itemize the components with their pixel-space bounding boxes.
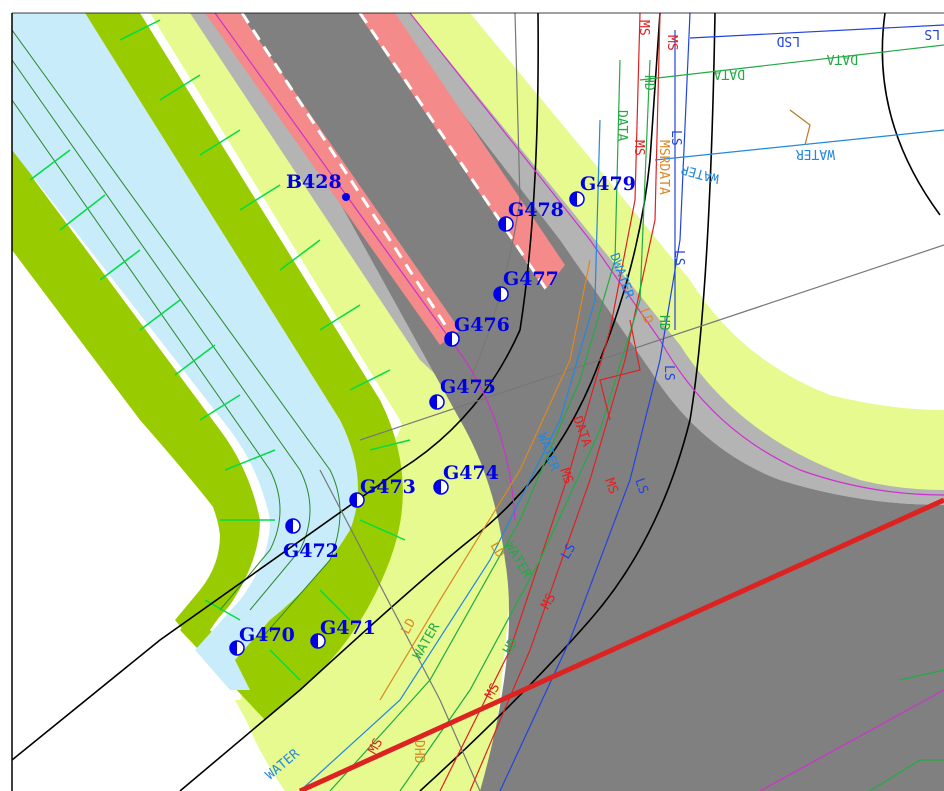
label-ms-6: MS: [538, 591, 559, 612]
boundary-lines: [12, 13, 941, 791]
bottom-right-lines: [869, 669, 944, 791]
planting-ticks: [29, 19, 411, 681]
point-label-g473: G473: [360, 476, 416, 498]
label-data-3: DATA: [714, 66, 745, 81]
planting-strip-inner: [12, 150, 260, 645]
label-ms-1: MS: [664, 35, 679, 51]
label-ms-8: MS: [365, 736, 386, 757]
label-ms-5: MS: [601, 476, 620, 496]
point-g470[interactable]: G470: [229, 624, 295, 656]
point-label-b428: B428: [286, 171, 342, 193]
label-msrdata: MSRDATA: [656, 140, 671, 195]
point-label-g472: G472: [283, 540, 339, 562]
label-ld-2: LD: [398, 616, 419, 637]
label-hd-1: HD: [641, 75, 656, 91]
point-label-g476: G476: [454, 314, 510, 336]
bike-lane-left: [205, 13, 460, 345]
bike-lane-right: [358, 13, 565, 290]
label-data-1: DATA: [614, 110, 629, 141]
label-ls-3: LS: [661, 365, 676, 381]
point-label-g471: G471: [320, 617, 376, 639]
label-data-4: DATA: [827, 51, 858, 66]
point-label-g470: G470: [239, 624, 295, 646]
label-ms-3: MS: [631, 140, 646, 156]
point-g475[interactable]: G475: [429, 376, 496, 410]
label-ls-2: LS: [671, 250, 686, 266]
label-water-6: WATER: [679, 161, 721, 186]
point-g472[interactable]: G472: [283, 518, 339, 562]
point-g477[interactable]: G477: [493, 268, 559, 302]
point-g478[interactable]: G478: [498, 199, 564, 232]
label-ls-5: LS: [558, 541, 579, 562]
point-label-g477: G477: [503, 268, 559, 290]
point-g473[interactable]: G473: [349, 476, 416, 508]
label-ls-6: LS: [924, 26, 940, 41]
label-ld-3: LD: [636, 306, 656, 326]
point-b428[interactable]: B428: [286, 171, 350, 201]
point-g479[interactable]: G479: [569, 173, 636, 207]
survey-points: B428 G479 G478 G477 G476: [229, 171, 636, 656]
label-ms-2: MS: [636, 20, 651, 36]
gravel-edge-right: [385, 13, 944, 505]
label-hd-2: HD: [656, 315, 671, 331]
label-ms-4: MS: [556, 466, 575, 486]
redline: [298, 497, 944, 791]
label-ms-7: MS: [482, 681, 503, 702]
point-label-g478: G478: [508, 199, 564, 221]
lane-stripe-right: [358, 13, 550, 293]
label-lsd: LSD: [776, 33, 800, 48]
magenta-edge: [214, 13, 944, 791]
label-ld-1: LD: [487, 540, 508, 561]
planting-strip-outer: [12, 13, 403, 720]
point-label-g475: G475: [440, 376, 496, 398]
lane-stripe-left: [240, 13, 457, 341]
label-water-5: WATER: [796, 146, 835, 161]
point-label-g474: G474: [443, 462, 499, 484]
point-g476[interactable]: G476: [444, 314, 510, 347]
label-ls-1: LS: [668, 130, 683, 146]
point-g471[interactable]: G471: [310, 617, 376, 649]
label-hd-3: HD: [500, 636, 521, 657]
point-g474[interactable]: G474: [433, 462, 499, 495]
point-label-g479: G479: [580, 173, 636, 195]
label-dhd: DHD: [411, 740, 426, 764]
label-ls-4: LS: [631, 476, 650, 496]
utility-lines: [299, 13, 944, 791]
